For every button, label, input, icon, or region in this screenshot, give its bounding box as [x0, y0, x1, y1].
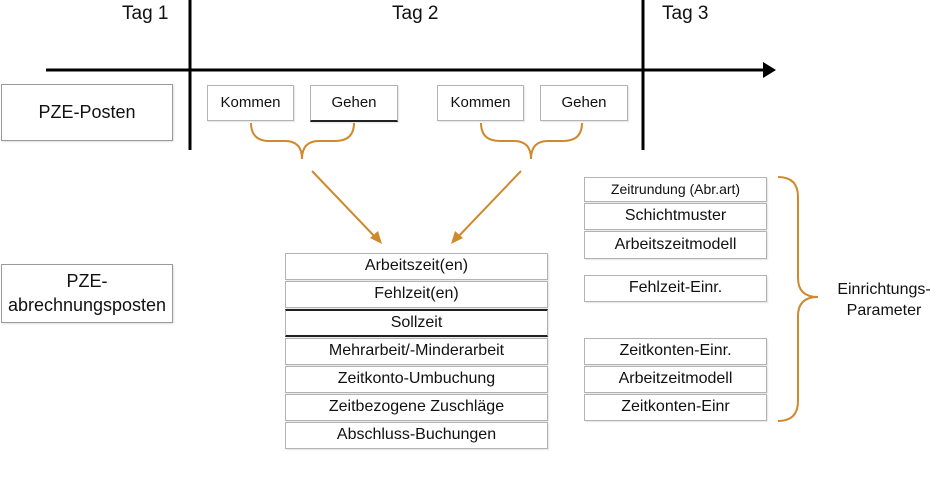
event-kommen-2-label: Kommen	[450, 94, 511, 112]
param-zeitkonten-einr-2: Zeitkonten-Einr	[584, 394, 767, 421]
einrichtungs-parameter-label: Einrichtungs- Parameter	[837, 281, 931, 319]
arrow-group-1	[311, 170, 378, 240]
param-label: Arbeitszeitmodell	[614, 235, 737, 253]
param-zeitrundung: Zeitrundung (Abr.art)	[584, 177, 767, 202]
param-label: Fehlzeit-Einr.	[628, 279, 723, 297]
abrechnung-item-label: Abschluss-Buchungen	[336, 426, 497, 444]
param-label: Schichtmuster	[624, 207, 727, 225]
param-label: Zeitkonten-Einr.	[619, 342, 732, 360]
event-kommen-1-label: Kommen	[220, 94, 281, 112]
pze-posten-label: PZE-Posten	[38, 102, 136, 123]
param-arbeitszeitmodell: Arbeitszeitmodell	[584, 231, 767, 259]
param-arbeitzeitmodell: Arbeitzeitmodell	[584, 366, 767, 393]
abrechnung-item-zeitkonto-umbuchung: Zeitkonto-Umbuchung	[285, 366, 548, 393]
abrechnung-item-mehrarbeit: Mehrarbeit/-Minderarbeit	[285, 338, 548, 365]
abrechnung-item-label: Fehlzeit(en)	[374, 285, 459, 303]
param-fehlzeit-einr: Fehlzeit-Einr.	[584, 275, 767, 302]
abrechnung-item-abschluss: Abschluss-Buchungen	[285, 422, 548, 449]
arrow-group-1-head	[370, 231, 382, 244]
abrechnung-item-fehlzeit: Fehlzeit(en)	[285, 281, 548, 308]
abrechnung-item-label: Mehrarbeit/-Minderarbeit	[328, 342, 505, 360]
day-label-3: Tag 3	[662, 3, 709, 24]
abrechnung-item-label: Sollzeit	[390, 313, 443, 331]
param-zeitkonten-einr-1: Zeitkonten-Einr.	[584, 338, 767, 365]
event-kommen-2: Kommen	[437, 85, 524, 121]
abrechnung-item-sollzeit: Sollzeit	[285, 309, 548, 337]
param-label: Arbeitzeitmodell	[618, 370, 733, 388]
abrechnung-item-arbeitszeit: Arbeitszeit(en)	[285, 253, 548, 280]
timeline-arrowhead	[763, 62, 776, 78]
param-schichtmuster: Schichtmuster	[584, 203, 767, 230]
arrow-group-2	[455, 170, 522, 240]
param-label: Zeitrundung (Abr.art)	[610, 181, 741, 198]
abrechnung-item-label: Zeitkonto-Umbuchung	[337, 370, 496, 388]
abrechnung-item-label: Zeitbezogene Zuschläge	[328, 398, 505, 416]
pze-abrechnungsposten-box: PZE- abrechnungsposten	[1, 264, 173, 323]
brace-event-group-1	[250, 122, 355, 160]
brace-parameters	[777, 176, 819, 422]
event-gehen-2-label: Gehen	[561, 94, 607, 112]
event-kommen-1: Kommen	[207, 85, 294, 121]
arrow-group-2-head	[451, 231, 463, 244]
pze-abrechnungsposten-label: PZE- abrechnungsposten	[7, 271, 167, 315]
param-label: Zeitkonten-Einr	[621, 398, 730, 416]
abrechnung-item-label: Arbeitszeit(en)	[364, 257, 469, 275]
brace-event-group-2	[480, 122, 583, 160]
abrechnung-item-zuschlaege: Zeitbezogene Zuschläge	[285, 394, 548, 421]
event-gehen-1: Gehen	[310, 85, 398, 122]
day-label-1: Tag 1	[122, 3, 169, 24]
event-gehen-1-label: Gehen	[331, 94, 377, 112]
event-gehen-2: Gehen	[540, 85, 628, 121]
day-label-2: Tag 2	[392, 3, 439, 24]
pze-posten-box: PZE-Posten	[1, 84, 173, 141]
